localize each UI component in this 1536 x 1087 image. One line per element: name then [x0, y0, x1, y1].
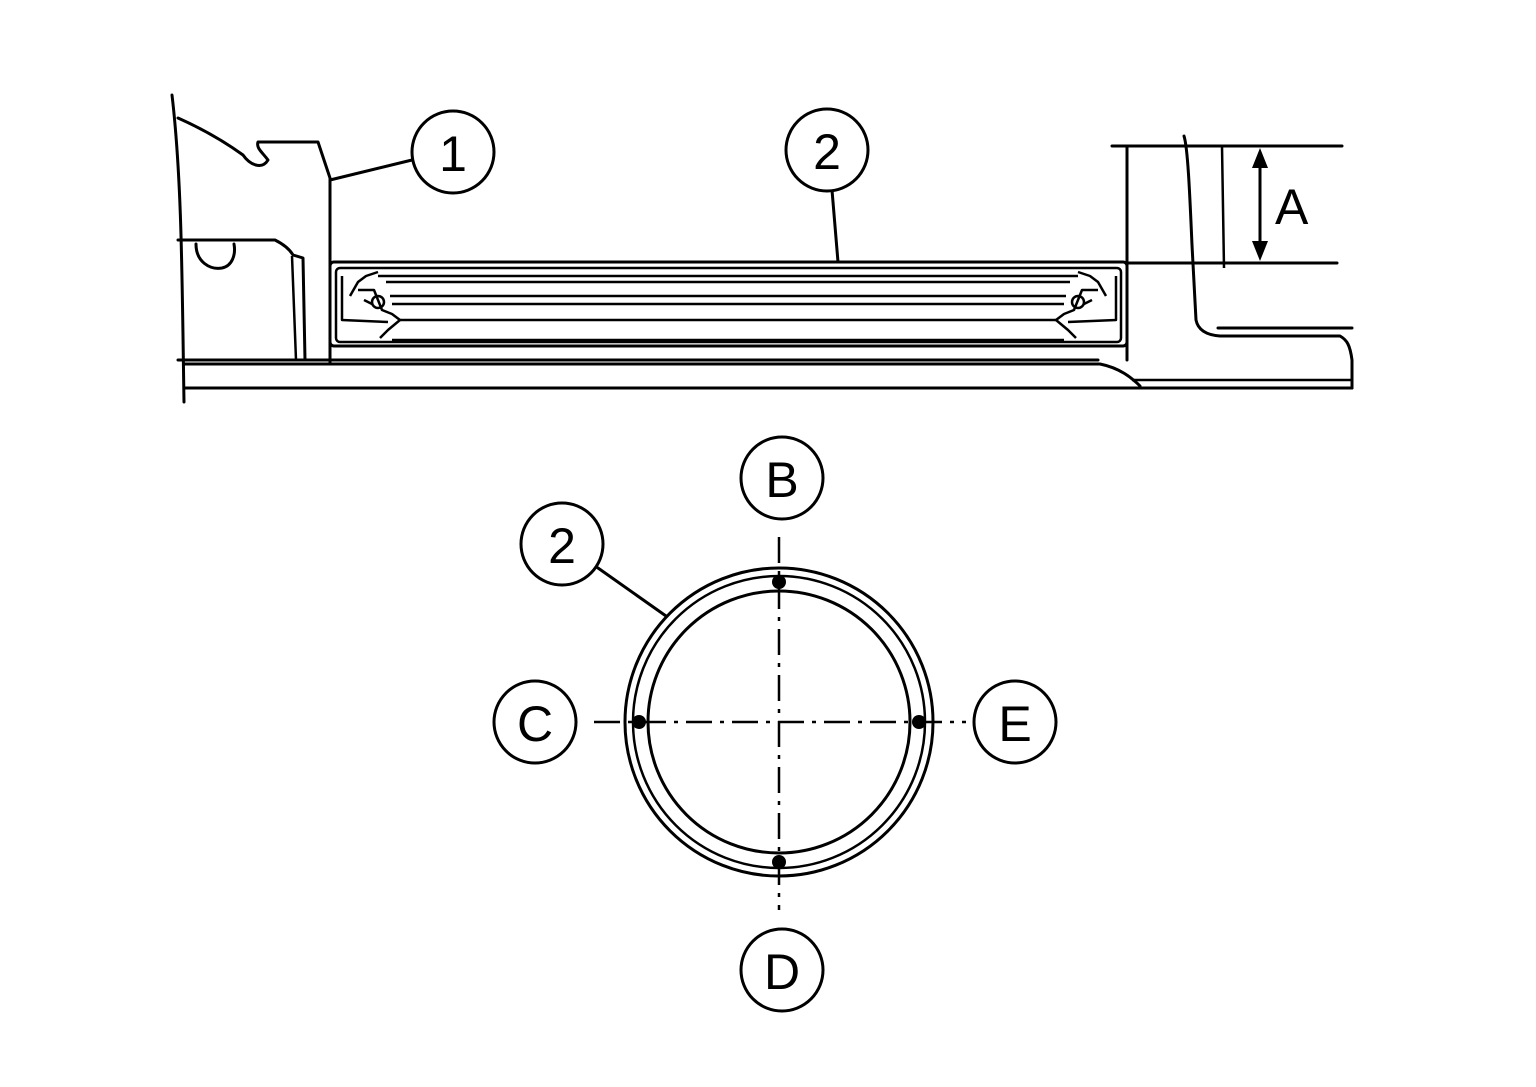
section-view: A 1 2: [170, 93, 1354, 404]
dimension-a-label: A: [1275, 179, 1309, 235]
shaft-line-upper: [182, 362, 1142, 388]
callout-2-section-leader: [830, 188, 840, 264]
callout-b-circle: [739, 435, 825, 521]
callout-c-label: C: [517, 696, 553, 752]
point-c-dot: [632, 715, 646, 729]
callout-b-label: B: [765, 452, 798, 508]
seal-right-lip-detail: [1054, 270, 1108, 339]
seal-case-left-flange: [340, 276, 389, 324]
callout-e-label: E: [998, 696, 1031, 752]
seal-left-spring: [370, 294, 386, 310]
callout-2-section-label: 2: [813, 124, 841, 180]
housing-left-groove: [194, 242, 236, 270]
seal-lip-middle: [390, 294, 1066, 306]
callout-1-leader: [328, 158, 414, 182]
callout-e-circle: [972, 679, 1058, 765]
seal-right-spring: [1070, 294, 1086, 310]
housing-left-outline: [170, 93, 186, 404]
top-view: B C D E 2: [492, 435, 1058, 1013]
seal-inner-case: [334, 266, 1123, 344]
dimension-a-arrow-bottom: [1252, 241, 1268, 261]
callout-d-circle: [739, 927, 825, 1013]
callout-1-label: 1: [439, 126, 467, 182]
housing-left-pocket-inner: [290, 255, 298, 361]
callout-d-label: D: [764, 944, 800, 1000]
point-b-dot: [772, 575, 786, 589]
dimension-a-arrow-top: [1252, 148, 1268, 168]
callout-2-top-circle: [519, 501, 605, 587]
callout-2-top-leader: [596, 566, 668, 618]
callout-2-section-circle: [784, 107, 870, 193]
point-d-dot: [772, 855, 786, 869]
callout-2-top-label: 2: [548, 518, 576, 574]
housing-left-pocket: [176, 238, 307, 362]
housing-left-boss: [176, 116, 332, 366]
callout-1-circle: [410, 109, 496, 195]
seal-case-right-flange: [1067, 276, 1118, 324]
point-e-dot: [912, 715, 926, 729]
callout-c-circle: [492, 679, 578, 765]
housing-right-inner: [1182, 134, 1354, 390]
seal-left-lip-detail: [348, 270, 402, 339]
